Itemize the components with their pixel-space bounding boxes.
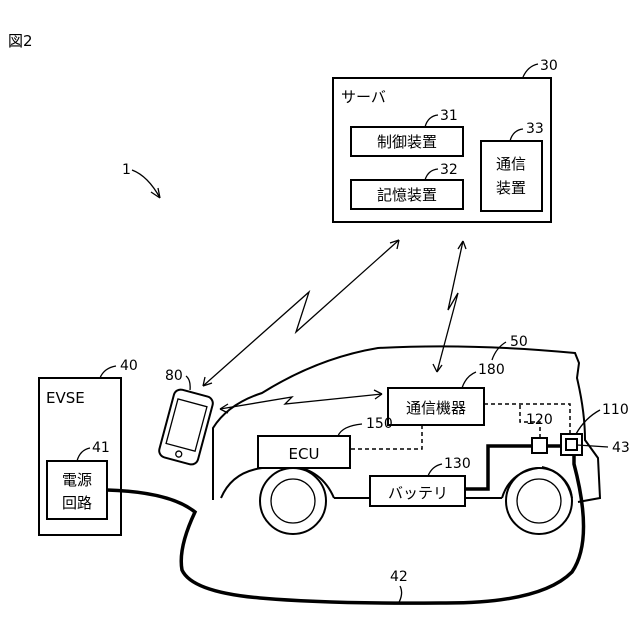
evse-ref-leader (100, 366, 116, 378)
server-ref-leader (523, 64, 538, 77)
power-circuit-ref: 41 (92, 440, 110, 456)
charging-cable (107, 455, 584, 603)
front-wheel-hub (271, 479, 315, 523)
wireless-link-server-phone (203, 240, 399, 386)
ecu-ref-leader (338, 424, 362, 436)
control-device-ref: 31 (440, 108, 458, 124)
server-ref: 30 (540, 58, 558, 74)
figure-label: 図2 (8, 32, 33, 50)
ecu-label: ECU (289, 445, 320, 463)
rear-wheel-hub (517, 479, 561, 523)
evse-ref: 40 (120, 358, 138, 374)
battery-label: バッテリ (388, 484, 448, 502)
ecu-ref: 150 (366, 416, 393, 432)
server-title: サーバ (341, 88, 386, 106)
system-ref: 1 (122, 162, 131, 178)
vehicle-ref-leader (492, 342, 506, 360)
wireless-link-server-vehicle (437, 241, 463, 372)
control-device-label: 制御装置 (377, 133, 437, 151)
vehicle-comm-ref-leader (462, 372, 476, 388)
smartphone-ref: 80 (165, 368, 183, 384)
vehicle-comm-label: 通信機器 (406, 399, 466, 417)
memory-device-ref: 32 (440, 162, 458, 178)
evse: EVSE 40 電源 回路 41 (39, 358, 138, 535)
rear-wheel (506, 468, 572, 534)
battery-ref: 130 (444, 456, 471, 472)
comm-device-line1: 通信 (496, 155, 526, 173)
wireless-link-phone-vehicle (220, 394, 382, 409)
comm-device-ref: 33 (526, 121, 544, 137)
relay-box (532, 438, 547, 453)
comm-device-line2: 装置 (496, 179, 526, 197)
front-wheel (260, 468, 326, 534)
vehicle-ref: 50 (510, 334, 528, 350)
evse-title: EVSE (46, 389, 85, 407)
connector-ref: 43 (612, 440, 630, 456)
system-ref-arrow (132, 170, 160, 198)
vehicle-comm-ref: 180 (478, 362, 505, 378)
inlet-ref-leader (576, 410, 600, 434)
server: サーバ 30 制御装置 31 記憶装置 32 通信 装置 33 (333, 58, 558, 222)
vehicle: 50 通信機器 180 ECU 150 バッテリ 130 120 110 43 (213, 334, 630, 534)
battery-ref-leader (428, 464, 442, 476)
cable-ref: 42 (390, 569, 408, 585)
comm-device-box (481, 141, 542, 211)
smartphone-body (158, 388, 215, 466)
relay-ref: 120 (526, 412, 553, 428)
connector-box (566, 439, 577, 450)
cable-ref-leader (398, 586, 402, 604)
memory-device-label: 記憶装置 (377, 186, 437, 204)
power-line-battery-relay (465, 446, 532, 489)
power-circuit-line2: 回路 (62, 494, 92, 512)
power-circuit-line1: 電源 (62, 471, 92, 489)
inlet-ref: 110 (602, 402, 629, 418)
smartphone-ref-leader (186, 376, 190, 390)
